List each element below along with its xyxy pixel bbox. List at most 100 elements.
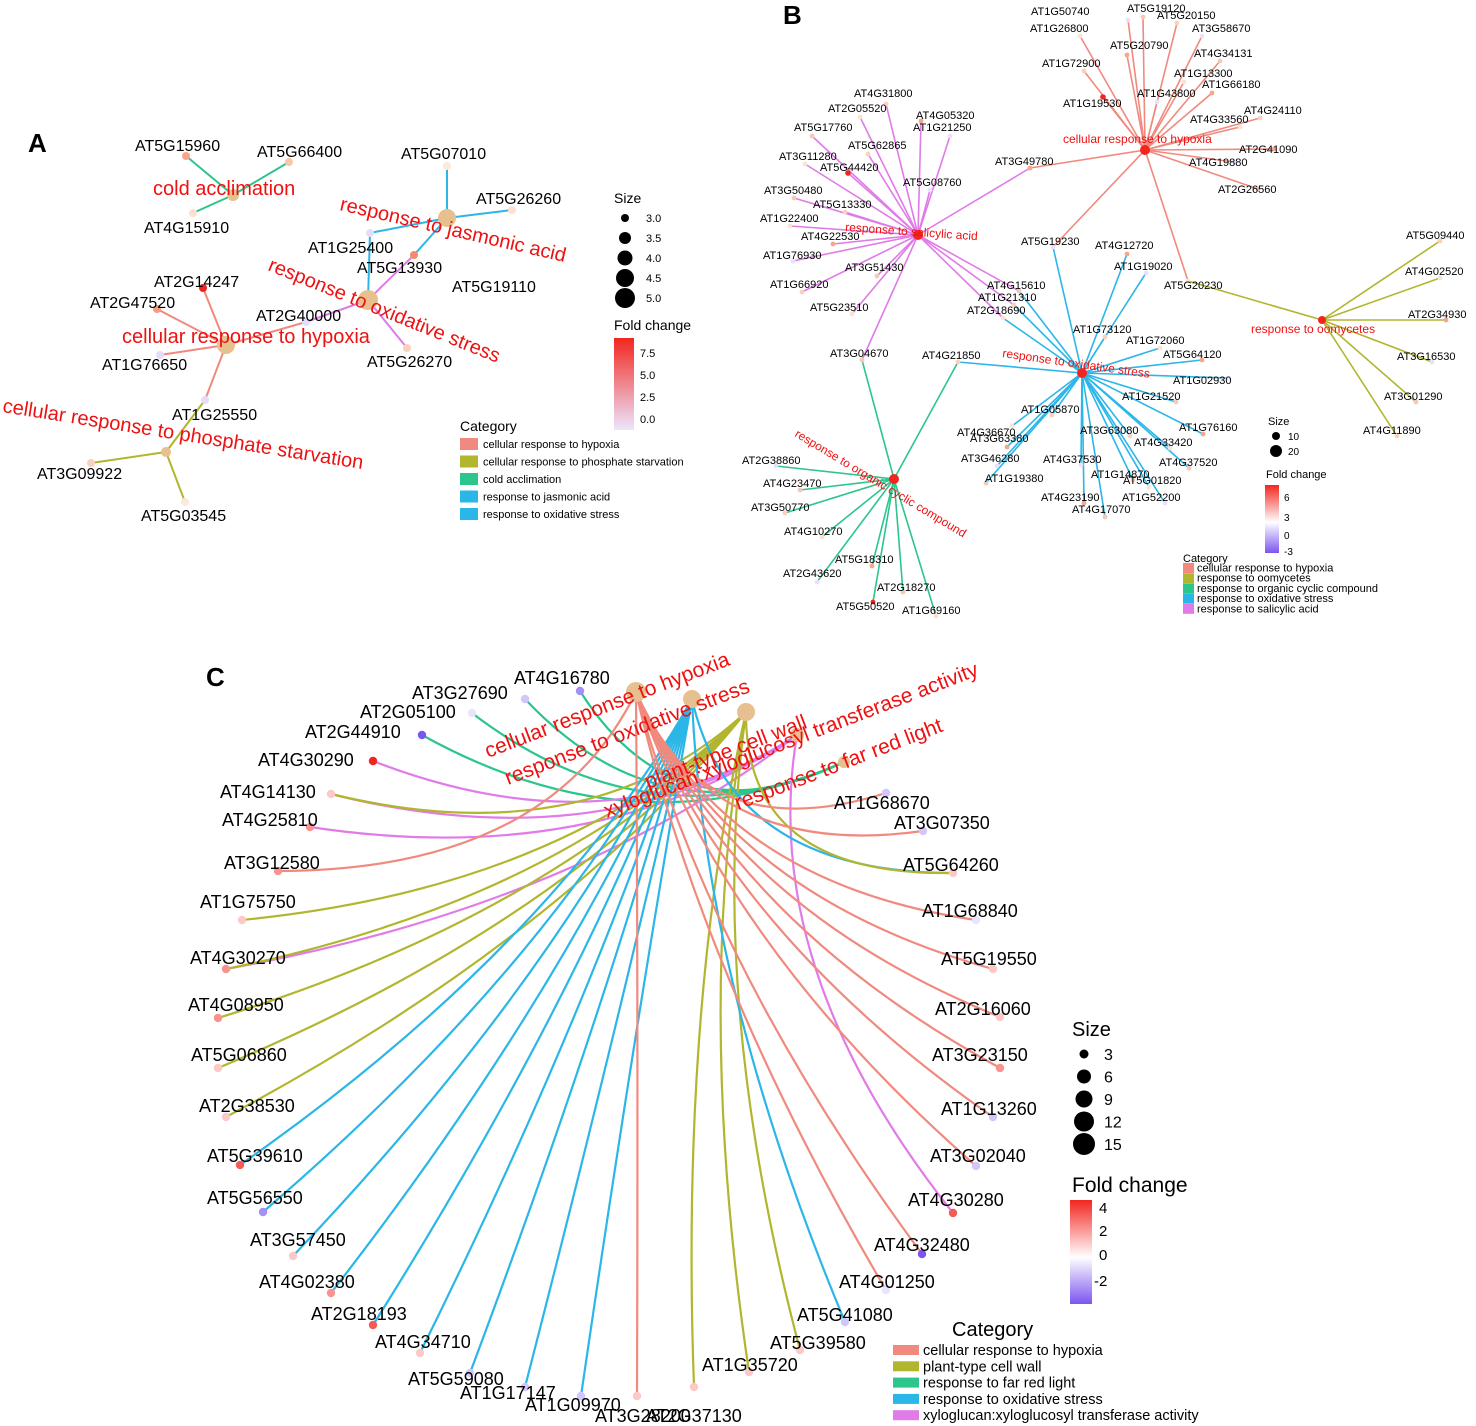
gene-node [849,311,855,317]
fold-change-legend-title: Fold change [1072,1174,1188,1197]
edge [859,116,919,236]
category-swatch [460,508,478,520]
category-swatch [460,490,478,503]
gene-node [1437,238,1443,244]
gene-label: AT5G13930 [357,260,442,277]
gene-node [288,1251,298,1261]
size-legend-value: 3.5 [646,233,661,245]
gene-node [994,463,1000,469]
edge [1052,246,1083,374]
edge [872,478,895,603]
gene-node [221,1112,231,1122]
term-node [1140,145,1150,155]
edge [893,478,904,593]
edge [1144,148,1275,151]
edge [1079,35,1146,151]
gene-node [1162,500,1168,506]
gene-label: AT1G72060 [1126,335,1185,347]
gene-label: AT3G57450 [250,1230,346,1250]
edge [917,135,951,236]
gene-label: AT5G20230 [1164,280,1223,292]
edge [789,225,919,236]
size-legend-circle [1272,432,1280,440]
gene-node [1127,433,1133,439]
edge [367,299,408,349]
gene-label: AT5G62865 [848,140,907,152]
edge [775,465,895,480]
gene-label: AT2G44910 [305,722,401,742]
category-swatch [893,1361,919,1372]
gene-label: AT2G16060 [935,999,1031,1019]
size-legend-value: 3.0 [646,213,661,225]
gene-label: AT1G21520 [1122,391,1181,403]
size-legend-value: 20 [1288,447,1300,458]
gene-label: AT1G19530 [1063,98,1122,110]
edge [330,734,798,819]
panel-label-b: B [783,0,802,30]
panel-a-network: AT5G15960 AT5G66400 AT4G15910 AT5G07010 … [1,138,691,525]
edge [917,167,1031,236]
gene-label: AT4G36670 [957,427,1016,439]
gene-label: AT5G39610 [207,1146,303,1166]
gene-node [799,289,805,295]
gene-node [857,114,863,120]
gene-label: AT5G13330 [813,199,872,211]
fold-change-colorbar [1070,1200,1092,1304]
gene-node [1200,431,1206,437]
gene-label: AT4G23190 [1041,492,1100,504]
edge [1029,149,1146,169]
edge [801,234,919,293]
size-legend-circle [621,214,629,222]
size-legend-circle [1075,1090,1093,1108]
edge [165,451,186,503]
edge [1013,304,1083,374]
size-legend-title: Size [1072,1019,1111,1041]
gene-node [181,498,189,506]
edge [784,478,895,514]
panel-c-network: AT4G16780AT3G27690AT2G05100AT2G44910AT4G… [188,648,1199,1426]
edge [634,691,923,1255]
gene-node [285,158,293,166]
gene-node [1125,17,1131,23]
edge [861,234,919,361]
category-legend-title: Category [952,1319,1033,1341]
edge [1144,149,1259,190]
gene-label: AT5G59080 [408,1369,504,1389]
term-node [438,209,456,227]
panel-c-edges [217,690,1001,1397]
category-label: response to salicylic acid [1197,603,1319,615]
fold-change-tick: 0 [1284,531,1290,542]
gene-label: AT4G33560 [1190,114,1249,126]
gene-node [1271,146,1277,152]
gene-label: AT1G02930 [1173,375,1232,387]
edge [1081,372,1106,518]
gene-label: AT3G49780 [995,156,1054,168]
size-legend-value: 10 [1288,432,1300,443]
edge [804,163,919,236]
gene-node [791,195,797,201]
gene-node [881,788,891,798]
gene-node [305,822,315,832]
gene-label: AT3G12580 [224,853,320,873]
gene-label: AT2G18193 [311,1304,407,1324]
term-node [913,230,923,240]
edge [1081,372,1229,379]
term-label-hypoxia: cellular response to hypoxia [122,326,371,348]
gene-node [802,161,808,167]
edge [523,698,694,1388]
gene-node [819,534,825,540]
gene-node [983,480,989,486]
gene-node [417,730,427,740]
edge [1051,372,1083,416]
category-swatch [460,438,478,450]
category-swatch [460,473,478,485]
gene-label: AT5G20150 [1157,10,1216,22]
gene-node [1394,433,1400,439]
gene-label: AT2G38860 [742,455,801,467]
gene-node [467,708,477,718]
edge [192,194,234,214]
edge [1081,359,1203,374]
gene-node [576,1391,586,1401]
gene-label: AT4G11890 [1363,425,1421,437]
